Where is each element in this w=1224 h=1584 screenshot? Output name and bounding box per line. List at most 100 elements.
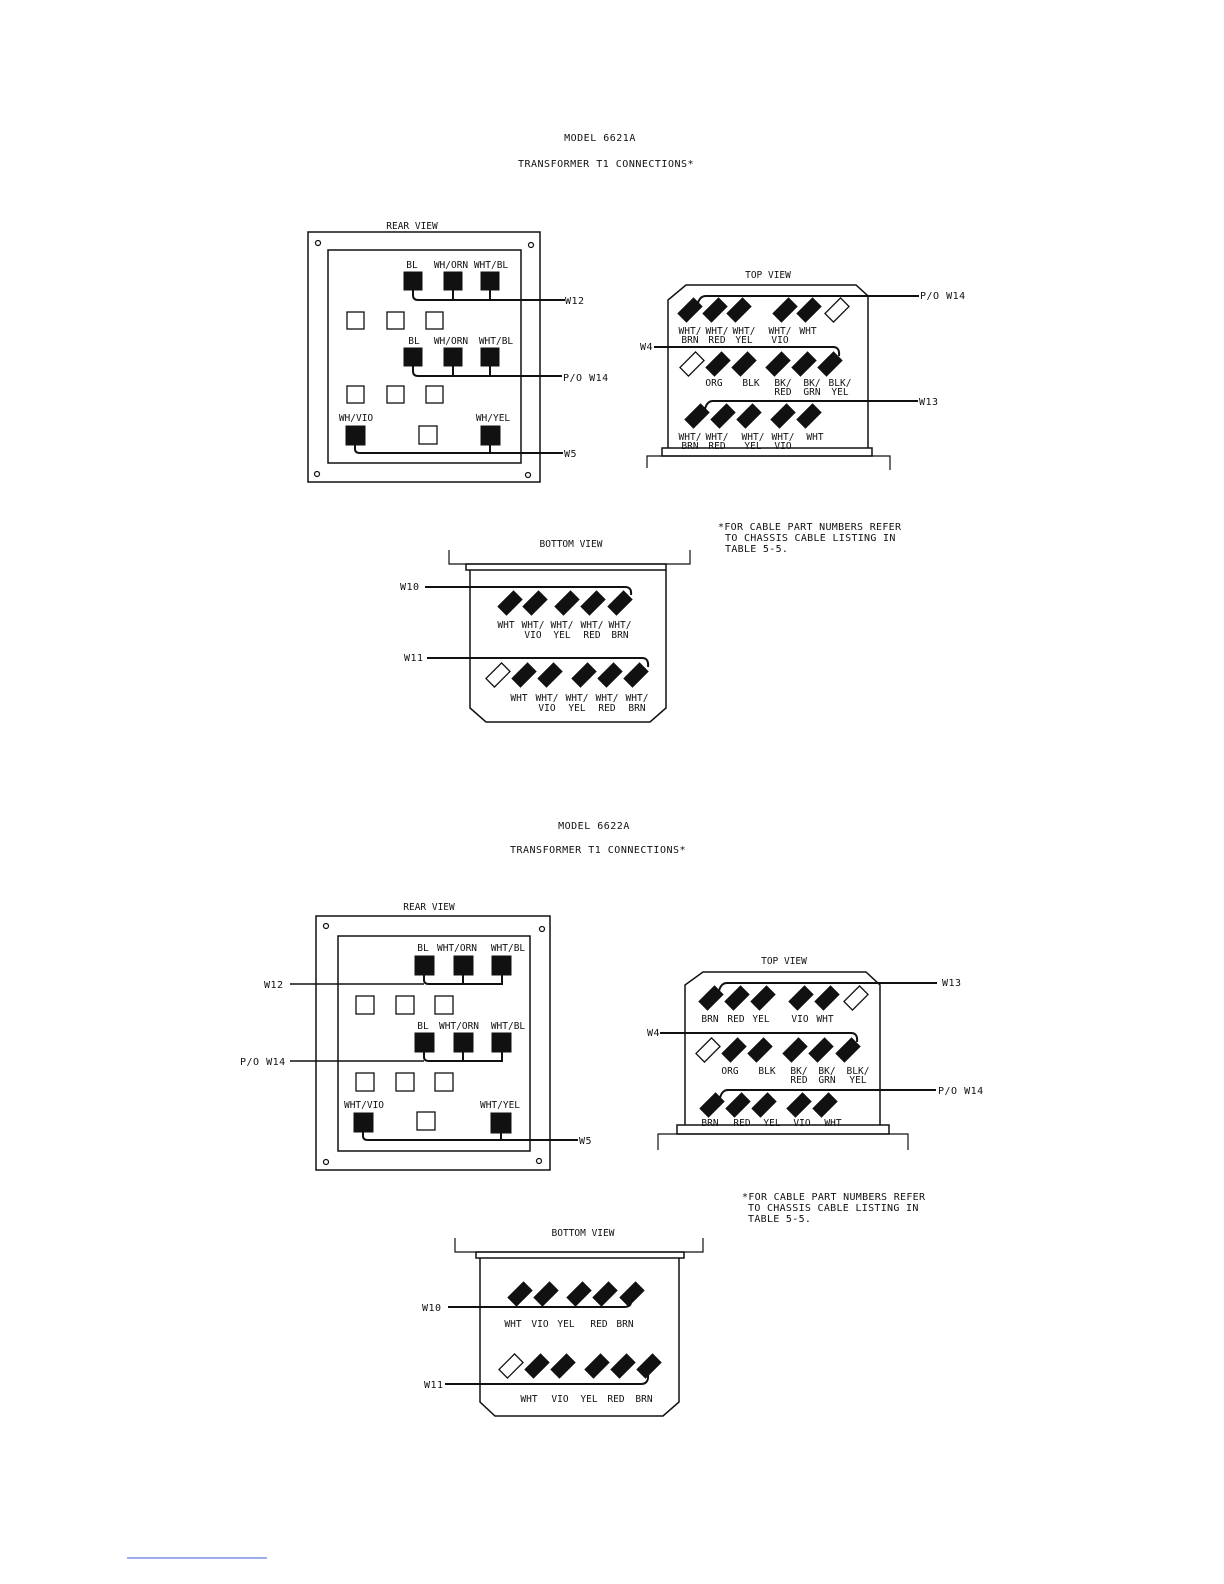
terminal — [550, 1353, 576, 1379]
wire-harness — [697, 295, 919, 304]
terminal — [636, 1353, 662, 1379]
terminal — [770, 403, 796, 429]
terminal-label: WHT — [824, 1118, 841, 1129]
terminal-label: RED — [727, 1014, 744, 1025]
terminal — [507, 1281, 533, 1307]
cable-label: W13 — [919, 397, 939, 408]
terminal-label: WHT — [806, 432, 823, 443]
terminal-label: VIO — [524, 630, 541, 641]
terminal — [786, 1092, 812, 1118]
terminal-label: WH/ORN — [434, 260, 469, 271]
wire-harness — [423, 1052, 503, 1062]
terminal — [355, 1072, 375, 1092]
mount-hole — [538, 925, 546, 933]
terminal-label: YEL — [831, 387, 848, 398]
terminal — [796, 297, 822, 323]
terminal-label: RED — [607, 1394, 624, 1405]
terminal — [554, 590, 580, 616]
terminal-label: YEL — [735, 335, 752, 346]
model-title: MODEL 6622A — [558, 821, 630, 832]
terminal-label: WHT/ — [566, 693, 589, 704]
terminal — [490, 1112, 512, 1134]
cable-label: W11 — [424, 1380, 444, 1391]
rear-plate-inner — [327, 249, 522, 464]
terminal-label: BLK — [758, 1066, 775, 1077]
bottom-base — [475, 1251, 685, 1259]
terminal — [434, 995, 454, 1015]
terminal — [695, 1037, 721, 1063]
mount-hole — [535, 1157, 543, 1165]
terminal — [443, 271, 463, 291]
terminal-label: RED — [590, 1319, 607, 1330]
bottom-mount — [454, 1238, 704, 1253]
bottom-base — [465, 563, 667, 571]
terminal — [522, 590, 548, 616]
terminal-label: BRN — [701, 1118, 718, 1129]
bottom-view-label: BOTTOM VIEW — [540, 539, 603, 550]
terminal-label: WHT/ — [679, 432, 702, 443]
terminal-label: BK/ — [790, 1066, 807, 1077]
mount-hole — [314, 239, 322, 247]
terminal — [485, 662, 511, 688]
cable-label: W5 — [579, 1136, 592, 1147]
terminal — [403, 347, 423, 367]
terminal-label: VIO — [791, 1014, 808, 1025]
terminal-label: WHT/ — [626, 693, 649, 704]
terminal — [751, 1092, 777, 1118]
mount-hole — [313, 470, 321, 478]
terminal — [747, 1037, 773, 1063]
terminal — [353, 1112, 374, 1133]
mount-hole — [524, 471, 532, 479]
terminal-label: WHT — [816, 1014, 833, 1025]
wire-harness — [718, 982, 937, 992]
wire-harness — [660, 1032, 859, 1043]
terminal-label: ORG — [705, 378, 722, 389]
terminal — [395, 995, 415, 1015]
cable-label: W12 — [565, 296, 585, 307]
terminal — [425, 385, 444, 404]
mount-hole — [322, 922, 330, 930]
terminal-label: WHT/ORN — [437, 943, 477, 954]
terminal-label: BRN — [616, 1319, 633, 1330]
terminal-label: WHT/ — [596, 693, 619, 704]
cable-label: W10 — [400, 582, 420, 593]
terminal — [835, 1037, 861, 1063]
wire-harness — [427, 657, 650, 668]
cable-label: P/O W14 — [938, 1086, 984, 1097]
terminal — [491, 1032, 512, 1053]
terminal-label: WHT — [520, 1394, 537, 1405]
terminal-label: YEL — [557, 1319, 574, 1330]
cable-label: W4 — [647, 1028, 660, 1039]
bottom-view: BOTTOM VIEW W10 WHT WHT/ WHT/ WHT/ WHT/ … — [400, 539, 691, 723]
terminal — [710, 403, 736, 429]
terminal-label: YEL — [763, 1118, 780, 1129]
cable-label: W5 — [564, 449, 577, 460]
terminal-label: WHT/YEL — [480, 1100, 520, 1111]
wire-harness — [412, 290, 565, 301]
terminal — [597, 662, 623, 688]
terminal — [425, 311, 444, 330]
rear-plate-inner — [337, 935, 531, 1152]
terminal-label: BLK/ — [847, 1066, 870, 1077]
bottom-view-label: BOTTOM VIEW — [552, 1228, 615, 1239]
mount-hole — [322, 1158, 330, 1166]
terminal-label: WHT/ — [769, 326, 792, 337]
terminal — [453, 1032, 474, 1053]
terminal-label: VIO — [538, 703, 555, 714]
terminal-label: YEL — [580, 1394, 597, 1405]
cable-label: W12 — [264, 980, 284, 991]
cable-label: P/O W14 — [920, 291, 966, 302]
terminal — [443, 347, 463, 367]
terminal-label: WHT — [510, 693, 527, 704]
wire-harness — [425, 586, 633, 596]
terminal-label: VIO — [771, 335, 788, 346]
terminal-label: WHT/ — [706, 432, 729, 443]
terminal — [416, 1111, 436, 1131]
bottom-view: BOTTOM VIEW W10 WHT VIO YEL RED BRN — [422, 1228, 704, 1417]
terminal-label: BRN — [681, 335, 698, 346]
terminal-label: WHT/ — [679, 326, 702, 337]
rear-plate-outer — [315, 915, 551, 1171]
terminal-label: WHT/ — [733, 326, 756, 337]
note-line: TO CHASSIS CABLE LISTING IN — [748, 1203, 919, 1214]
